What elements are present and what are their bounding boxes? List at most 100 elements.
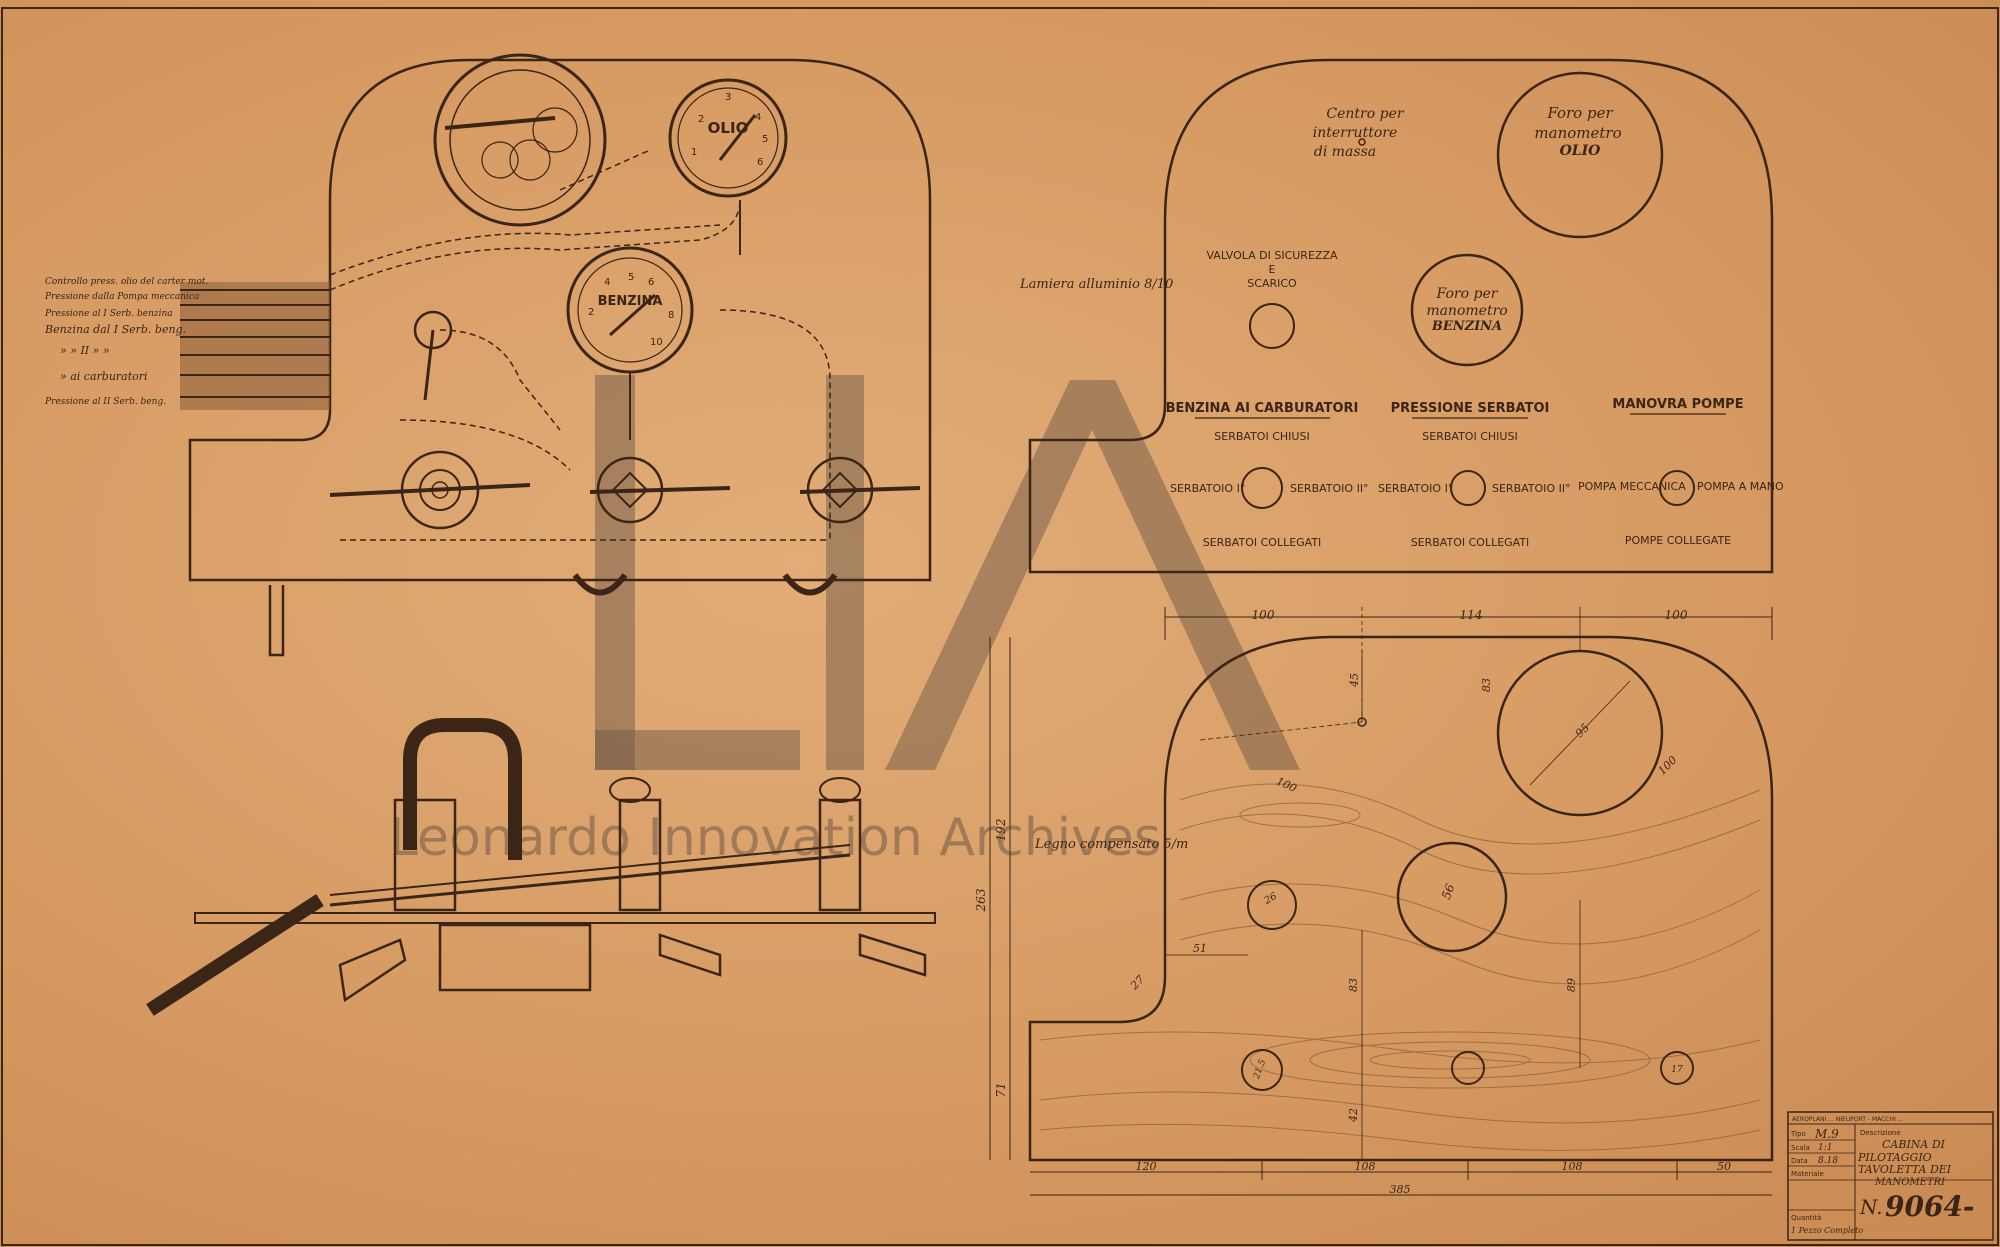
pipe-labels: Controllo press. olio del carter mot. Pr… [44, 277, 208, 407]
board-outline [1028, 635, 1774, 1162]
svg-text:71: 71 [994, 1082, 1008, 1097]
svg-text:SERBATOI CHIUSI: SERBATOI CHIUSI [1214, 430, 1309, 443]
clock-dial [433, 53, 607, 227]
svg-text:1:1: 1:1 [1818, 1143, 1832, 1153]
svg-text:50: 50 [1717, 1160, 1731, 1173]
svg-text:89: 89 [1565, 978, 1578, 992]
board-hole-selector-1 [1241, 1049, 1283, 1091]
wood-grain [1039, 783, 1761, 1151]
selector-hole-carburatori [1241, 467, 1283, 509]
svg-text:Data: Data [1791, 1157, 1808, 1165]
svg-text:100: 100 [1252, 608, 1275, 622]
plywood-board: Legno compensato 5/m 100 114 100 263 192… [974, 607, 1774, 1196]
pipe-label-2: Pressione dalla Pompa meccanica [44, 292, 199, 302]
section-title-pressione: PRESSIONE SERBATOI [1391, 401, 1550, 416]
safety-valve [413, 310, 453, 350]
svg-text:SERBATOIO II°: SERBATOIO II° [1290, 482, 1369, 495]
svg-text:83: 83 [1480, 678, 1493, 692]
safety-valve-hole [1249, 303, 1295, 349]
svg-text:17: 17 [1671, 1065, 1683, 1075]
svg-text:26: 26 [1262, 891, 1280, 908]
svg-text:2: 2 [588, 307, 594, 318]
svg-text:51: 51 [1193, 942, 1207, 955]
svg-text:21.5: 21.5 [1252, 1058, 1269, 1081]
svg-text:manometro: manometro [1534, 124, 1621, 142]
pipe-bundle [180, 282, 330, 410]
pump-selector-valve [799, 456, 921, 524]
lamiera-label: Lamiera alluminio 8/10 [1019, 277, 1173, 292]
pressure-selector-valve [589, 456, 731, 524]
svg-text:SERBATOIO I°: SERBATOIO I° [1378, 482, 1453, 495]
svg-text:E: E [1269, 263, 1276, 276]
svg-text:4: 4 [755, 112, 761, 123]
section-title-pompe: MANOVRA POMPE [1612, 397, 1743, 412]
svg-text:Scala: Scala [1791, 1144, 1810, 1152]
assembly-panel-outline [188, 58, 932, 582]
svg-text:120: 120 [1136, 1160, 1157, 1173]
board-hole-fuel [1396, 841, 1508, 953]
tipo-value: M.9 [1814, 1127, 1839, 1141]
instrument-assembly-side-view [146, 718, 936, 1016]
title-header: AEROPLANI ... NIEUPORT - MACCHI ... [1792, 1116, 1904, 1123]
svg-text:interruttore: interruttore [1313, 125, 1397, 141]
pipe-label-1: Controllo press. olio del carter mot. [45, 277, 208, 287]
pipe-label-3: Pressione al I Serb. benzina [44, 309, 173, 319]
svg-text:83: 83 [1347, 978, 1360, 992]
svg-text:di massa: di massa [1314, 144, 1376, 160]
svg-text:1: 1 [691, 147, 697, 158]
svg-text:56: 56 [1439, 882, 1458, 901]
svg-text:263: 263 [974, 888, 988, 912]
svg-text:SERBATOI COLLEGATI: SERBATOI COLLEGATI [1411, 536, 1530, 549]
svg-text:MANOMETRI: MANOMETRI [1874, 1177, 1946, 1188]
svg-text:2: 2 [698, 114, 704, 125]
svg-text:5: 5 [762, 134, 768, 145]
quantita-value: 1 Pezzo Completo [1791, 1226, 1863, 1235]
svg-text:Descrizione: Descrizione [1860, 1129, 1901, 1137]
svg-text:manometro: manometro [1426, 303, 1507, 319]
svg-text:5: 5 [628, 272, 634, 283]
svg-text:POMPA A MANO: POMPA A MANO [1697, 480, 1784, 493]
drawing-number: 9064- [1885, 1190, 1975, 1223]
svg-text:42: 42 [1347, 1108, 1360, 1123]
svg-text:114: 114 [1460, 608, 1483, 622]
svg-text:PILOTAGGIO: PILOTAGGIO [1857, 1151, 1932, 1164]
svg-text:POMPA MECCANICA: POMPA MECCANICA [1578, 480, 1686, 493]
section-title-carburatori: BENZINA AI CARBURATORI [1166, 401, 1359, 416]
lia-watermark: Leonardo Innovation Archives [389, 375, 1300, 868]
oil-pressure-gauge: OLIO 1 2 3 4 5 6 [668, 78, 788, 198]
aluminium-panel-template: Centro per interruttore di massa Foro pe… [1019, 58, 1784, 574]
instrument-assembly-front-view: OLIO 1 2 3 4 5 6 BENZINA 2 4 5 6 8 10 [188, 53, 932, 657]
svg-text:POMPE COLLEGATE: POMPE COLLEGATE [1625, 534, 1731, 547]
fuel-pressure-gauge: BENZINA 2 4 5 6 8 10 [566, 246, 694, 374]
centro-interruttore-label: Centro per interruttore di massa [1313, 106, 1405, 160]
svg-text:Quantità: Quantità [1791, 1214, 1821, 1222]
svg-text:Materiale: Materiale [1791, 1170, 1824, 1178]
selector-hole-pompe [1659, 470, 1695, 506]
svg-text:45: 45 [1348, 673, 1361, 688]
svg-text:3: 3 [725, 92, 731, 103]
fuel-selector-valve-left [329, 450, 531, 530]
selector-hole-pressione [1450, 470, 1486, 506]
svg-text:4: 4 [604, 277, 610, 288]
svg-text:Foro per: Foro per [1546, 104, 1613, 122]
svg-text:100: 100 [1665, 608, 1688, 622]
svg-text:CABINA DI: CABINA DI [1882, 1138, 1946, 1151]
title-block: AEROPLANI ... NIEUPORT - MACCHI ... Tipo… [1787, 1111, 1994, 1241]
svg-text:192: 192 [994, 819, 1008, 842]
svg-text:SERBATOIO II°: SERBATOIO II° [1492, 482, 1571, 495]
svg-text:10: 10 [650, 337, 663, 348]
board-hole-valve [1247, 880, 1297, 930]
svg-text:108: 108 [1355, 1160, 1376, 1173]
svg-text:6: 6 [757, 157, 763, 168]
legno-label: Legno compensato 5/m [1034, 837, 1188, 852]
pipe-label-6: » ai carburatori [60, 370, 148, 383]
svg-text:108: 108 [1562, 1160, 1583, 1173]
svg-text:8.18: 8.18 [1818, 1156, 1838, 1166]
svg-text:Tipo: Tipo [1790, 1130, 1806, 1138]
oil-gauge-hole [1496, 71, 1664, 239]
panel-outline [1028, 58, 1774, 574]
svg-text:SERBATOI COLLEGATI: SERBATOI COLLEGATI [1203, 536, 1322, 549]
svg-text:6: 6 [648, 277, 654, 288]
